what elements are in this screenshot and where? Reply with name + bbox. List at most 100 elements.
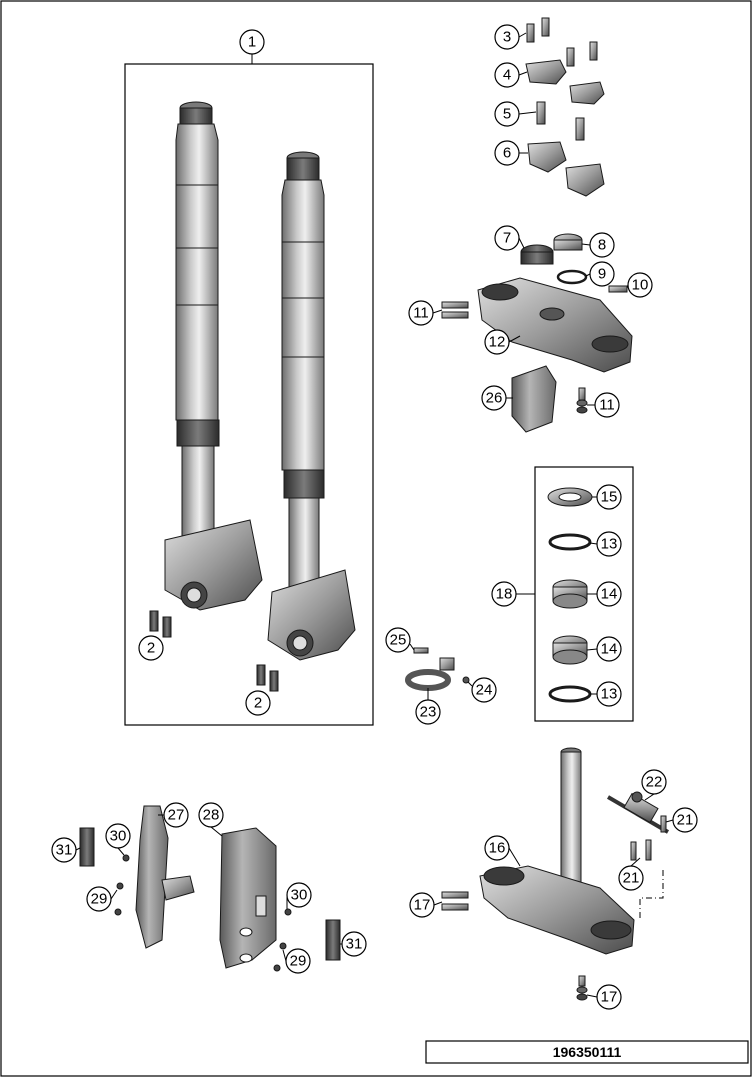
- callout-2-left: 2: [138, 635, 164, 661]
- callout-3: 3: [494, 24, 520, 50]
- clamp-upper-4: [525, 59, 605, 105]
- part-number: 196350111: [553, 1044, 622, 1060]
- callout-29-left: 29: [86, 886, 112, 912]
- pinch-screws-17-side: [441, 891, 469, 911]
- callout-5: 5: [494, 101, 520, 127]
- damper-screws-21: [630, 815, 667, 861]
- svg-text:17: 17: [601, 989, 618, 1006]
- svg-text:23: 23: [420, 704, 437, 721]
- clamp-screws-3: [526, 17, 598, 67]
- callout-11-lower: 11: [594, 392, 620, 418]
- svg-text:14: 14: [601, 641, 618, 658]
- dust-seal-15: [547, 487, 593, 507]
- steering-nut-8: [553, 233, 583, 251]
- callout-14-lower: 14: [596, 636, 622, 662]
- svg-text:7: 7: [503, 230, 511, 247]
- callout-6: 6: [494, 140, 520, 166]
- callout-1: 1: [239, 29, 265, 55]
- clamp-screws-5: [536, 101, 585, 141]
- fork-guard-28: [219, 827, 277, 969]
- callout-8: 8: [589, 232, 615, 258]
- callout-7: 7: [494, 225, 520, 251]
- callout-30-right: 30: [286, 882, 312, 908]
- callout-21-right: 21: [672, 807, 698, 833]
- svg-text:29: 29: [290, 953, 307, 970]
- washer-9: [556, 269, 588, 285]
- callout-31-left: 31: [51, 837, 77, 863]
- svg-text:2: 2: [147, 640, 155, 657]
- sticker-31-left: [79, 827, 95, 867]
- svg-text:2: 2: [254, 695, 262, 712]
- fork-guard-27: [135, 805, 195, 949]
- callout-2-right: 2: [245, 690, 271, 716]
- svg-text:11: 11: [413, 305, 429, 322]
- callout-17-side: 17: [409, 892, 435, 918]
- svg-text:31: 31: [346, 936, 363, 953]
- svg-text:8: 8: [598, 237, 606, 254]
- callout-22: 22: [641, 769, 667, 795]
- callout-30-left: 30: [105, 823, 131, 849]
- screws-30-29-left: [114, 854, 130, 916]
- svg-text:28: 28: [203, 807, 220, 824]
- callout-13-lower: 13: [596, 681, 622, 707]
- svg-text:14: 14: [601, 586, 618, 603]
- svg-text:30: 30: [291, 887, 308, 904]
- svg-text:12: 12: [489, 334, 506, 351]
- callout-15: 15: [596, 484, 622, 510]
- svg-text:29: 29: [91, 891, 108, 908]
- callout-26: 26: [481, 385, 507, 411]
- cover-26: [511, 365, 557, 433]
- axle-clamp-screws-left: [149, 610, 172, 638]
- seal-ring-13-lower: [548, 685, 592, 703]
- screw-washer-17-bottom: [576, 975, 588, 1001]
- screws-30-29-right: [273, 908, 292, 972]
- callout-24: 24: [471, 677, 497, 703]
- screw-washer-11-lower: [576, 387, 588, 414]
- svg-text:27: 27: [168, 807, 185, 824]
- svg-text:13: 13: [601, 686, 618, 703]
- steering-stem-16: [479, 747, 635, 955]
- svg-text:13: 13: [601, 536, 618, 553]
- steering-damper-22: [606, 791, 670, 834]
- svg-text:31: 31: [56, 842, 73, 859]
- clamp-ring-23: [405, 657, 455, 691]
- callout-27: 27: [163, 802, 189, 828]
- fork-leg-left: [164, 101, 263, 611]
- callout-21-lower: 21: [618, 865, 644, 891]
- svg-text:25: 25: [390, 632, 407, 649]
- axle-clamp-screws-right: [256, 664, 279, 692]
- callout-18: 18: [491, 581, 517, 607]
- callout-17-bottom: 17: [596, 984, 622, 1010]
- callout-23: 23: [415, 699, 441, 725]
- callout-12: 12: [484, 329, 510, 355]
- bearing-14-upper: [552, 579, 588, 609]
- part-number-box: 196350111: [425, 1040, 749, 1064]
- svg-text:1: 1: [248, 34, 256, 51]
- clamp-lower-6: [527, 141, 605, 197]
- svg-text:26: 26: [486, 390, 503, 407]
- callout-9: 9: [589, 261, 615, 287]
- seal-ring-13-upper: [548, 533, 592, 551]
- screw-25: [413, 647, 429, 654]
- nut-24: [462, 676, 470, 684]
- svg-text:15: 15: [601, 489, 618, 506]
- callout-10: 10: [627, 272, 653, 298]
- svg-text:22: 22: [646, 774, 663, 791]
- svg-text:24: 24: [476, 682, 493, 699]
- svg-text:10: 10: [632, 277, 649, 294]
- callout-25: 25: [385, 627, 411, 653]
- fork-group-box: [124, 63, 374, 726]
- svg-text:5: 5: [503, 106, 511, 123]
- fork-leg-right: [267, 151, 356, 661]
- upper-triple-clamp-12: [477, 277, 633, 373]
- pinch-screws-11-upper: [441, 301, 469, 319]
- svg-text:30: 30: [110, 828, 127, 845]
- svg-text:11: 11: [599, 397, 615, 414]
- svg-text:21: 21: [677, 812, 694, 829]
- svg-text:4: 4: [503, 67, 511, 84]
- callout-14-upper: 14: [596, 581, 622, 607]
- bearing-14-lower: [552, 635, 588, 665]
